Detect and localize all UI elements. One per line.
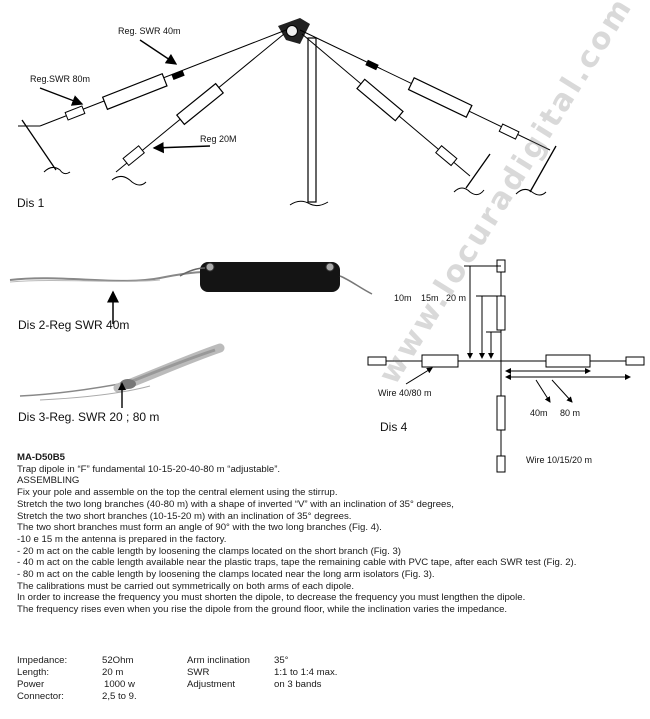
text-line: -10 e 15 m the antenna is prepared in th…	[17, 533, 227, 545]
figure-2-photo	[9, 262, 373, 324]
model-title: MA-D50B5	[17, 452, 65, 463]
figure-3-caption: Dis 3-Reg. SWR 20 ; 80 m	[18, 410, 160, 424]
text-line: The calibrations must be carried out sym…	[17, 580, 354, 592]
impedance-value: 52Ohm	[102, 655, 134, 666]
figure-4-label: Dis 4	[380, 420, 408, 434]
text-line: The frequency rises even when you rise t…	[17, 604, 508, 616]
inclination-value: 35°	[274, 655, 289, 666]
text-line: Stretch the two short branches (10-15-20…	[17, 510, 352, 522]
figure-1-label: Dis 1	[17, 196, 45, 210]
connector-label: Connector:	[17, 691, 64, 702]
text-line: The two short branches must form an angl…	[17, 522, 382, 534]
text-line: In order to increase the frequency you m…	[17, 592, 526, 604]
dim-10m: 10m	[394, 293, 412, 303]
figure-1-drawing: Reg. SWR 40m Reg.SWR 80m Reg 20M	[18, 18, 557, 207]
dim-40m: 40m	[530, 408, 548, 418]
text-line: ASSEMBLING	[17, 475, 80, 487]
dim-80m: 80 m	[560, 408, 580, 418]
dim-20m: 20 m	[446, 293, 466, 303]
annotation-reg-swr-40m: Reg. SWR 40m	[118, 26, 181, 36]
dim-15m: 15m	[421, 293, 439, 303]
annotation-reg-20m: Reg 20M	[200, 134, 237, 144]
inclination-label: Arm inclination	[187, 655, 250, 666]
figure-2-caption: Dis 2-Reg SWR 40m	[18, 318, 130, 332]
connector-value: 2,5 to 9.	[102, 691, 137, 702]
swr-label: SWR	[187, 667, 210, 678]
length-label: Length:	[17, 667, 50, 678]
assembly-text: MA-D50B5 Trap dipole in “F” fundamental …	[17, 452, 642, 616]
text-line: Fix your pole and assemble on the top th…	[17, 487, 338, 499]
impedance-label: Impedance:	[17, 655, 68, 666]
power-label: Power	[17, 679, 45, 690]
text-line: - 40 m act on the cable length available…	[17, 557, 577, 569]
text-line: - 80 m act on the cable length by loosen…	[17, 569, 435, 581]
text-line: Stretch the two long branches (40-80 m) …	[17, 498, 454, 510]
swr-value: 1:1 to 1:4 max.	[274, 667, 338, 678]
annotation-reg-swr-80m: Reg.SWR 80m	[30, 74, 90, 84]
adjustment-value: on 3 bands	[274, 679, 322, 690]
figure-4-schematic: 10m 15m 20 m 40m 80 m Wire 40/80 m Wire …	[367, 259, 645, 473]
text-line: - 20 m act on the cable length by loosen…	[17, 545, 401, 557]
power-value: 1000 w	[104, 679, 135, 690]
figure-3-photo	[19, 343, 225, 408]
text-line: Trap dipole in “F” fundamental 10-15-20-…	[17, 463, 281, 475]
wire-long-label: Wire 40/80 m	[378, 388, 432, 398]
wire-short-label: Wire 10/15/20 m	[526, 455, 592, 465]
adjustment-label: Adjustment	[187, 679, 235, 690]
length-value: 20 m	[102, 667, 124, 678]
